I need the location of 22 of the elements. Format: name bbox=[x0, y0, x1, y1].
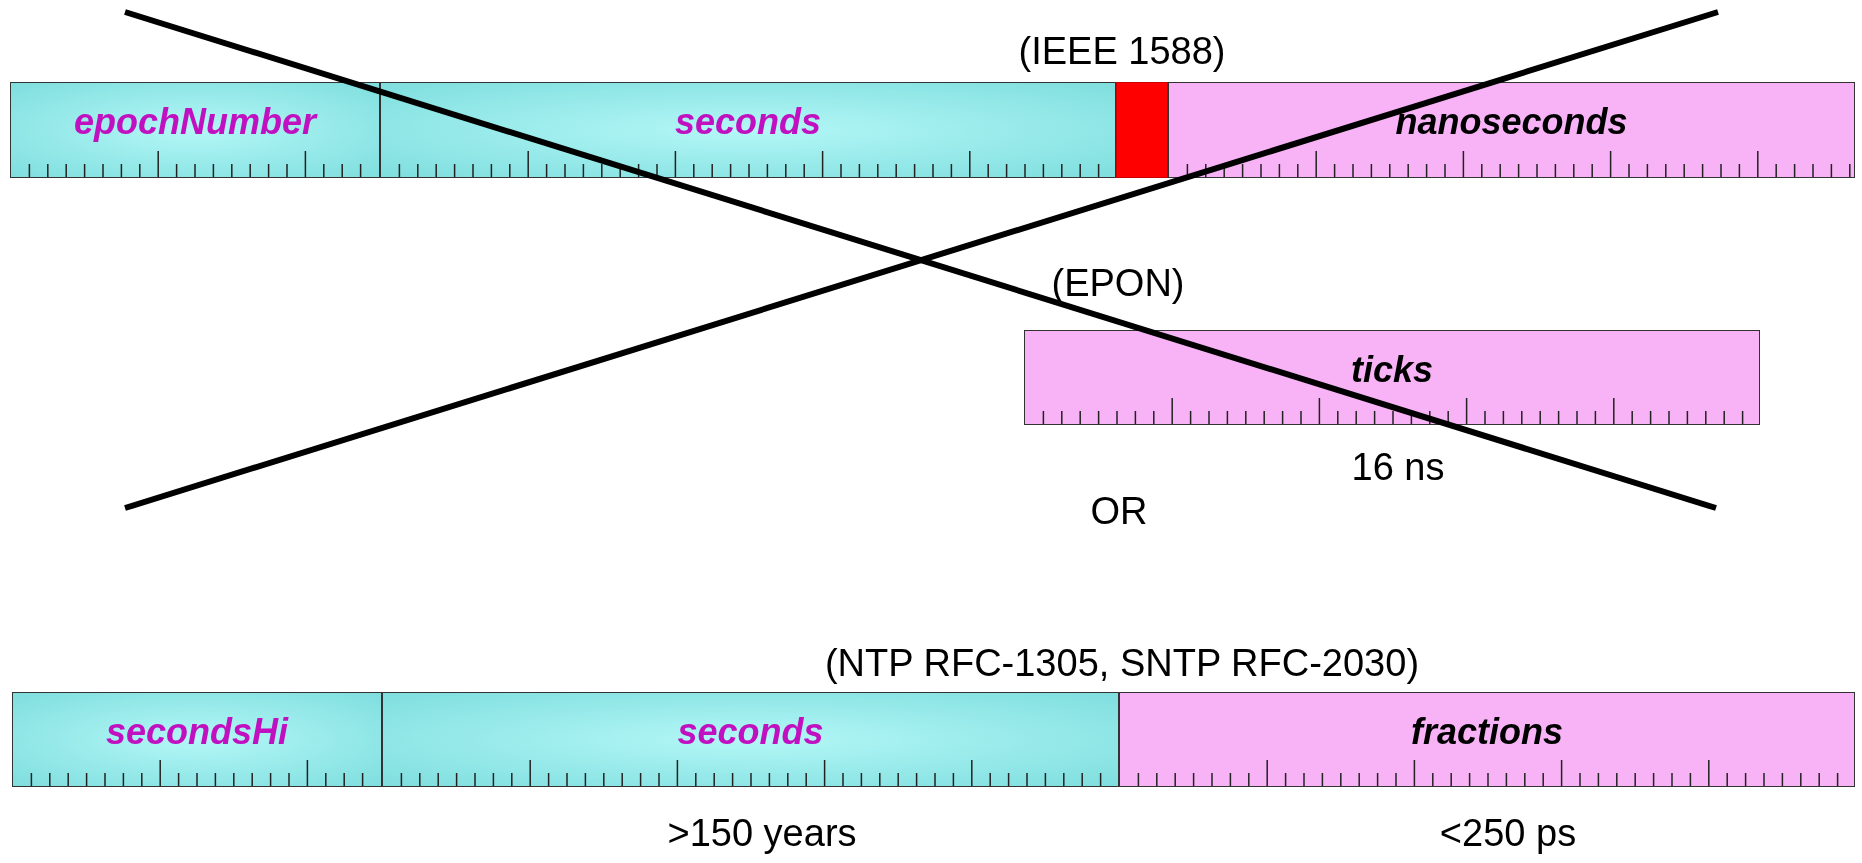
bit-field bbox=[12, 692, 382, 787]
field-label: seconds bbox=[674, 101, 822, 142]
bit-field bbox=[380, 82, 1116, 178]
bit-field bbox=[1119, 692, 1855, 787]
annotation-text: (EPON) bbox=[1051, 262, 1185, 305]
bit-field bbox=[1116, 82, 1168, 178]
annotation-text: (NTP RFC-1305, SNTP RFC-2030) bbox=[824, 642, 1420, 685]
field-label: seconds bbox=[677, 711, 824, 752]
bit-field bbox=[1024, 330, 1760, 425]
annotation-text: <250 ps bbox=[1439, 812, 1577, 855]
annotation-text: OR bbox=[1090, 490, 1148, 533]
field-label: epochNumber bbox=[73, 101, 316, 142]
bit-field bbox=[10, 82, 380, 178]
field-label: nanoseconds bbox=[1395, 101, 1628, 142]
bit-field bbox=[382, 692, 1119, 787]
field-label: ticks bbox=[1350, 349, 1434, 390]
field-label: fractions bbox=[1410, 711, 1563, 752]
field-label: secondsHi bbox=[105, 711, 289, 752]
bit-field bbox=[1168, 82, 1855, 178]
annotation-text: (IEEE 1588) bbox=[1018, 30, 1226, 73]
annotation-text: 16 ns bbox=[1351, 446, 1445, 489]
annotation-text: >150 years bbox=[667, 812, 857, 855]
